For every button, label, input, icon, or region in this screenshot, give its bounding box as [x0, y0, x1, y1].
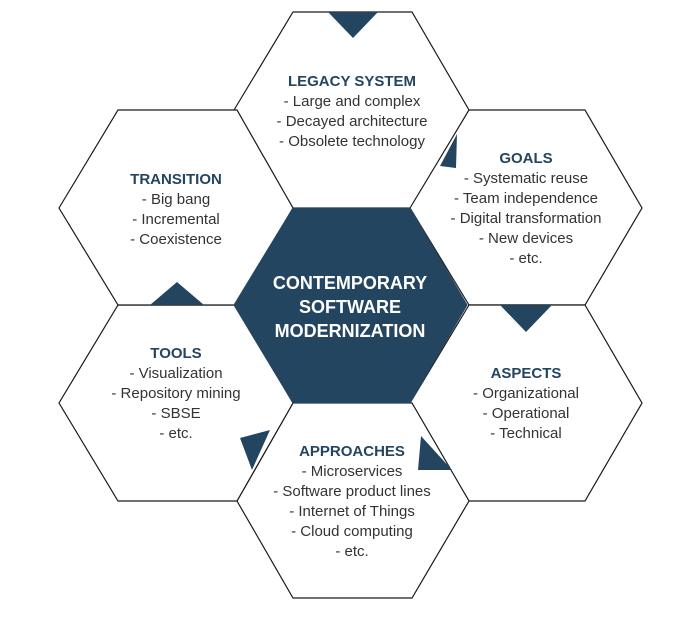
approaches-item: - Cloud computing — [291, 523, 413, 540]
goals-item: - Team independence — [454, 190, 598, 207]
arrow-goals-to-aspects — [500, 305, 552, 332]
legacy-system-item: - Obsolete technology — [279, 133, 425, 150]
transition-item: - Big bang — [141, 191, 211, 208]
aspects-item: - Operational — [482, 405, 570, 422]
aspects-item: - Organizational — [473, 385, 579, 402]
transition-item: - Coexistence — [130, 231, 222, 248]
goals-item: - Digital transformation — [450, 210, 602, 227]
tools-title: TOOLS — [150, 345, 202, 362]
transition-item: - Incremental — [132, 211, 220, 228]
approaches-block: APPROACHES - Microservices - Software pr… — [242, 442, 462, 562]
arrow-legacy-notch — [328, 12, 378, 38]
approaches-item: - etc. — [335, 543, 369, 560]
center-title-line-1: CONTEMPORARY — [272, 273, 428, 293]
tools-block: TOOLS - Visualization - Repository minin… — [66, 344, 286, 444]
approaches-item: - Software product lines — [273, 483, 431, 500]
transition-block: TRANSITION - Big bang - Incremental - Co… — [66, 170, 286, 250]
approaches-item: - Internet of Things — [289, 503, 415, 520]
arrow-legacy-to-goals — [440, 134, 457, 168]
approaches-title: APPROACHES — [299, 443, 405, 460]
tools-item: - Repository mining — [111, 385, 241, 402]
aspects-block: ASPECTS - Organizational - Operational -… — [416, 364, 636, 444]
tools-item: - Visualization — [129, 365, 223, 382]
aspects-title: ASPECTS — [490, 365, 562, 382]
hexagon-center — [233, 207, 468, 404]
arrow-aspects-to-approaches — [418, 436, 452, 470]
legacy-system-title: LEGACY SYSTEM — [287, 73, 417, 90]
center-title: CONTEMPORARY SOFTWARE MODERNIZATION — [240, 271, 460, 343]
transition-title: TRANSITION — [130, 171, 222, 188]
goals-block: GOALS - Systematic reuse - Team independ… — [416, 149, 636, 269]
legacy-system-item: - Decayed architecture — [276, 113, 428, 130]
legacy-system-block: LEGACY SYSTEM - Large and complex - Deca… — [242, 72, 462, 152]
center-title-line-2: SOFTWARE — [299, 297, 401, 317]
goals-title: GOALS — [499, 150, 553, 167]
legacy-system-item: - Large and complex — [283, 93, 421, 110]
approaches-item: - Microservices — [301, 463, 403, 480]
arrow-tools-to-transition — [150, 282, 204, 305]
arrow-approaches-to-tools — [240, 430, 270, 470]
goals-item: - Systematic reuse — [463, 170, 589, 187]
center-title-line-3: MODERNIZATION — [274, 321, 426, 341]
tools-item: - etc. — [159, 425, 193, 442]
goals-item: - New devices — [478, 230, 574, 247]
aspects-item: - Technical — [490, 425, 562, 442]
tools-item: - SBSE — [151, 405, 201, 422]
goals-item: - etc. — [509, 250, 543, 267]
